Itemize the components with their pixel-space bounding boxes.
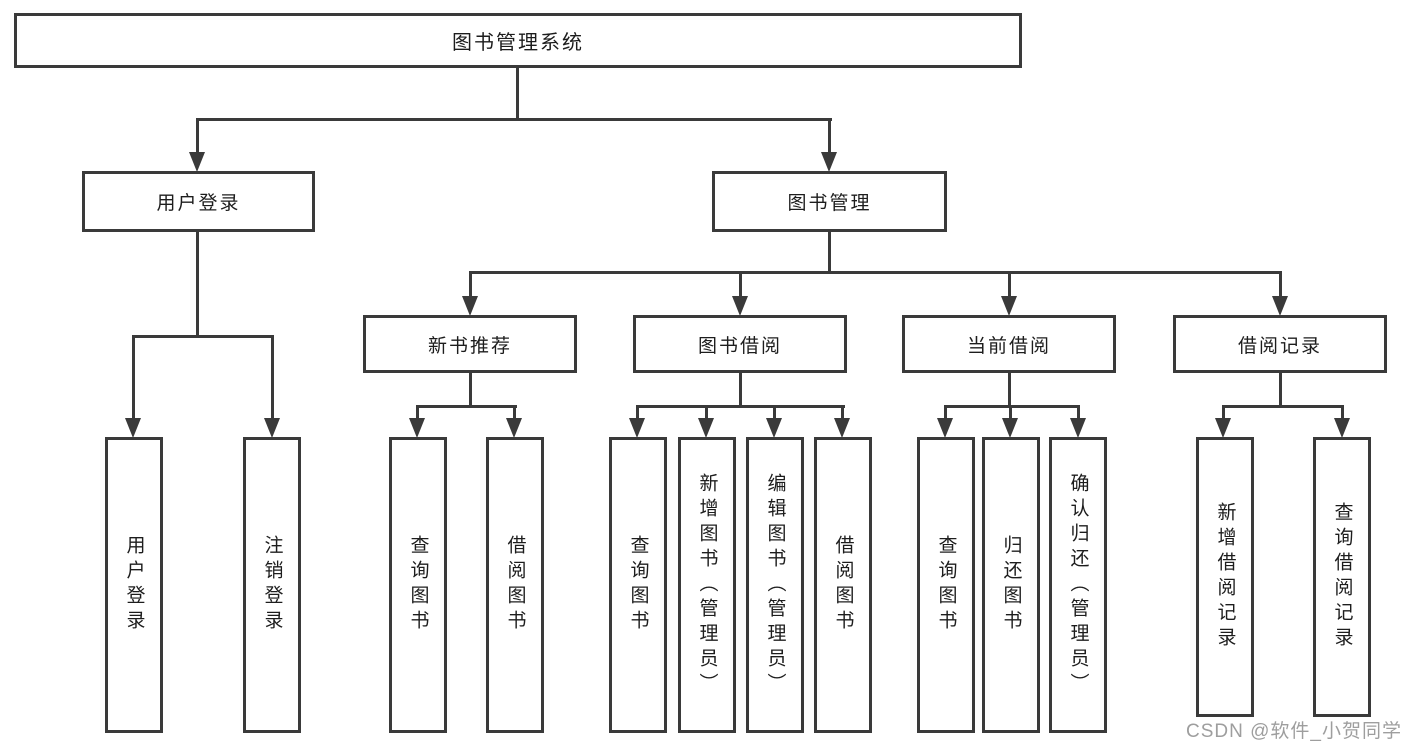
node-user-login: 用户登录 [82,171,315,232]
edge-bb-edit-drop [773,405,776,421]
edge-arrowhead-cb-return [1002,418,1018,438]
edge-nb-query-drop [416,405,419,421]
edge-arrowhead-bb-borrow [834,418,850,438]
edge-arrowhead-borrow-record [1272,296,1288,316]
node-bb-edit-book: 编辑图书（管理员） [746,437,804,733]
edge-arrowhead-cb-query [937,418,953,438]
edge-arrowhead-bb-query [629,418,645,438]
edge-bb-borrow-drop [841,405,844,421]
node-cb-query-book: 查询图书 [917,437,975,733]
node-bb-query-book: 查询图书 [609,437,667,733]
edge-arrowhead-br-add [1215,418,1231,438]
node-book-management: 图书管理 [712,171,947,232]
edge-cb-stem [1008,373,1011,405]
node-nb-borrow-book: 借阅图书 [486,437,544,733]
edge-new-book-drop [469,271,472,298]
node-bb-borrow-book: 借阅图书 [814,437,872,733]
edge-user-login-stem [196,232,199,335]
edge-cb-confirm-drop [1077,405,1080,421]
edge-arrowhead-current-borrow [1001,296,1017,316]
edge-user-login-bus [132,335,274,338]
edge-br-stem [1279,373,1282,405]
node-new-book-recommend: 新书推荐 [363,315,577,373]
edge-arrowhead-br-query [1334,418,1350,438]
edge-nb-stem [469,373,472,405]
edge-nb-borrow-drop [513,405,516,421]
edge-borrow-record-drop [1279,271,1282,298]
edge-arrowhead-leaf-user-login [125,418,141,438]
node-br-query-record: 查询借阅记录 [1313,437,1371,717]
edge-br-query-drop [1341,405,1344,421]
node-root: 图书管理系统 [14,13,1022,68]
edge-cb-bus [944,405,1080,408]
edge-level3-bus [469,271,1282,274]
edge-root-stem [516,68,519,118]
node-br-add-record: 新增借阅记录 [1196,437,1254,717]
edge-arrowhead-book-mgmt [821,152,837,172]
edge-arrowhead-bb-edit [766,418,782,438]
node-nb-query-book: 查询图书 [389,437,447,733]
edge-cb-return-drop [1009,405,1012,421]
node-leaf-user-login: 用户登录 [105,437,163,733]
edge-level2-bus [196,118,832,121]
edge-bb-add-drop [705,405,708,421]
node-bb-add-book: 新增图书（管理员） [678,437,736,733]
edge-arrowhead-bb-add [698,418,714,438]
edge-arrowhead-leaf-logout [264,418,280,438]
edge-cb-query-drop [944,405,947,421]
edge-user-login-drop [196,118,199,154]
csdn-watermark: CSDN @软件_小贺同学 [1186,721,1402,742]
edge-nb-bus [416,405,517,408]
edge-current-borrow-drop [1008,271,1011,298]
edge-leaf-user-login-drop [132,335,135,419]
edge-bb-query-drop [636,405,639,421]
edge-arrowhead-nb-borrow [506,418,522,438]
edge-book-mgmt-stem [828,232,831,271]
edge-book-mgmt-drop [828,118,831,154]
edge-br-bus [1222,405,1344,408]
edge-arrowhead-new-book [462,296,478,316]
edge-arrowhead-user-login [189,152,205,172]
edge-arrowhead-nb-query [409,418,425,438]
node-leaf-logout: 注销登录 [243,437,301,733]
edge-book-borrow-drop [739,271,742,298]
node-borrow-record: 借阅记录 [1173,315,1387,373]
edge-arrowhead-book-borrow [732,296,748,316]
edge-bb-stem [739,373,742,405]
node-book-borrow: 图书借阅 [633,315,847,373]
node-cb-confirm-return: 确认归还（管理员） [1049,437,1107,733]
edge-bb-bus [636,405,845,408]
edge-arrowhead-cb-confirm [1070,418,1086,438]
edge-br-add-drop [1222,405,1225,421]
node-current-borrow: 当前借阅 [902,315,1116,373]
edge-leaf-logout-drop [271,335,274,419]
node-cb-return-book: 归还图书 [982,437,1040,733]
